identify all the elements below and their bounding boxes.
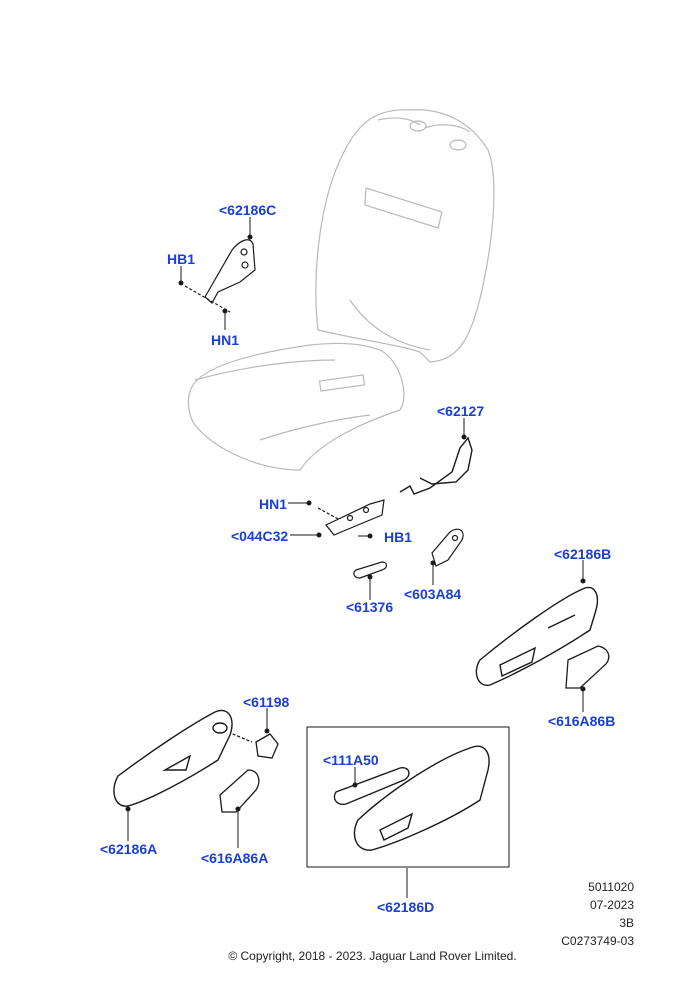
callout-62186C[interactable]: <62186C — [219, 202, 277, 218]
callout-hb1-top[interactable]: HB1 — [167, 251, 196, 267]
diagram-code: 5011020 — [588, 880, 634, 894]
mechanism-044C32 — [317, 499, 385, 536]
callout-616A86B[interactable]: <616A86B — [548, 713, 616, 729]
copyright-notice: © Copyright, 2018 - 2023. Jaguar Land Ro… — [228, 949, 517, 963]
handle-61376 — [353, 561, 388, 579]
trim-62186B — [475, 586, 599, 686]
diagram-date: 07-2023 — [589, 898, 634, 912]
callout-62186B[interactable]: <62186B — [554, 546, 612, 562]
diagram-reference: C0273749-03 — [561, 934, 634, 948]
callout-603A84[interactable]: <603A84 — [404, 586, 462, 602]
callout-hb1-mid[interactable]: HB1 — [384, 529, 413, 545]
seat-back-outline — [315, 109, 495, 363]
cover-616A86B — [565, 645, 610, 689]
wire-62127 — [399, 436, 473, 495]
callout-hn1-top[interactable]: HN1 — [211, 332, 240, 348]
callout-111A50[interactable]: <111A50 — [323, 752, 379, 768]
diagram-revision: 3B — [619, 916, 634, 930]
callout-61376[interactable]: <61376 — [346, 599, 394, 615]
callout-62186D[interactable]: <62186D — [377, 899, 435, 915]
callout-62127[interactable]: <62127 — [437, 403, 485, 419]
callout-616A86A[interactable]: <616A86A — [201, 850, 269, 866]
seat-cushion-outline — [187, 342, 405, 471]
callout-044C32[interactable]: <044C32 — [231, 528, 289, 544]
leader-lines — [125, 217, 586, 898]
callout-61198[interactable]: <61198 — [243, 694, 290, 710]
callout-hn1-mid[interactable]: HN1 — [259, 496, 288, 512]
trim-62186D — [333, 745, 490, 851]
lever-603A84 — [431, 528, 464, 567]
callout-62186A[interactable]: <62186A — [100, 841, 158, 857]
detail-box — [306, 726, 510, 868]
trim-62186A — [113, 709, 233, 807]
bracket-62186C — [184, 239, 256, 313]
knob-61198 — [227, 731, 279, 759]
cover-616A86A — [219, 769, 260, 813]
